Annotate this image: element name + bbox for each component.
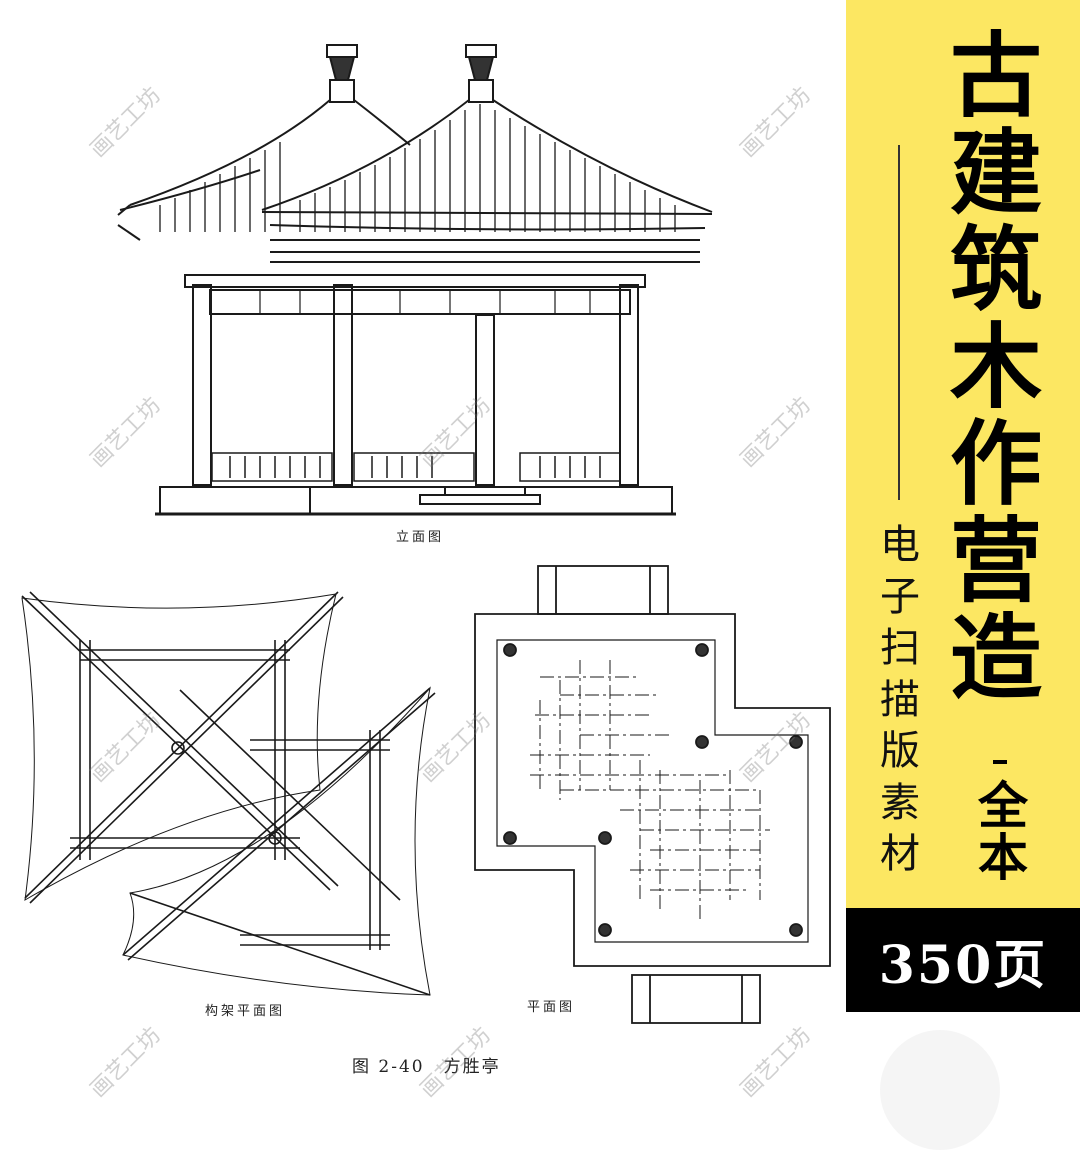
- product-title: 古 建 筑 木 作 营 造: [936, 28, 1056, 707]
- product-subtitle: 电 子 扫 描 版 素 材: [874, 520, 926, 881]
- product-cover: 立面图 构架平面图 平面图 图 2-40 方胜亭 画艺工坊 画艺工坊 画艺工坊 …: [21, 0, 1080, 1103]
- title-char: 营: [949, 507, 1042, 615]
- edition-char: 本: [978, 828, 1028, 887]
- watermark-blob: [880, 1030, 1000, 1150]
- title-char: 作: [949, 410, 1042, 518]
- framing-plan-caption: 构架平面图: [205, 1004, 286, 1019]
- subtitle-char: 子: [880, 573, 920, 620]
- architectural-drawing: [21, 44, 831, 1024]
- floor-plan-grid: [530, 660, 770, 920]
- edition-char: 全: [978, 776, 1028, 835]
- subtitle-char: 电: [880, 522, 920, 568]
- title-char: 建: [949, 119, 1042, 227]
- page-count-badge: 350页: [846, 908, 1080, 1012]
- subtitle-char: 版: [880, 728, 920, 774]
- subtitle-char: 材: [880, 831, 920, 877]
- title-panel: 古 建 筑 木 作 营 造 电 子 扫 描 版 素 材 全 本: [846, 0, 1080, 908]
- edition-label: 全 本: [968, 780, 1038, 884]
- subtitle-char: 扫: [880, 625, 920, 671]
- edition-dash: [993, 760, 1007, 764]
- title-char: 造: [949, 604, 1042, 712]
- elevation-caption: 立面图: [396, 530, 445, 545]
- title-char: 古: [949, 22, 1042, 130]
- railings: [211, 452, 621, 482]
- subtitle-char: 描: [880, 676, 920, 723]
- page-count: 350页: [878, 934, 1048, 996]
- floor-plan: [474, 565, 831, 1024]
- roof-tiles: [159, 104, 676, 232]
- floor-plan-caption: 平面图: [527, 1000, 576, 1015]
- elevation-back-roof: [117, 44, 411, 241]
- figure-caption: 图 2-40 方胜亭: [352, 1057, 501, 1077]
- title-char: 筑: [949, 216, 1042, 324]
- subtitle-char: 素: [880, 779, 920, 826]
- title-char: 木: [949, 313, 1042, 421]
- divider-line: [898, 145, 900, 500]
- framing-plan: [21, 591, 436, 996]
